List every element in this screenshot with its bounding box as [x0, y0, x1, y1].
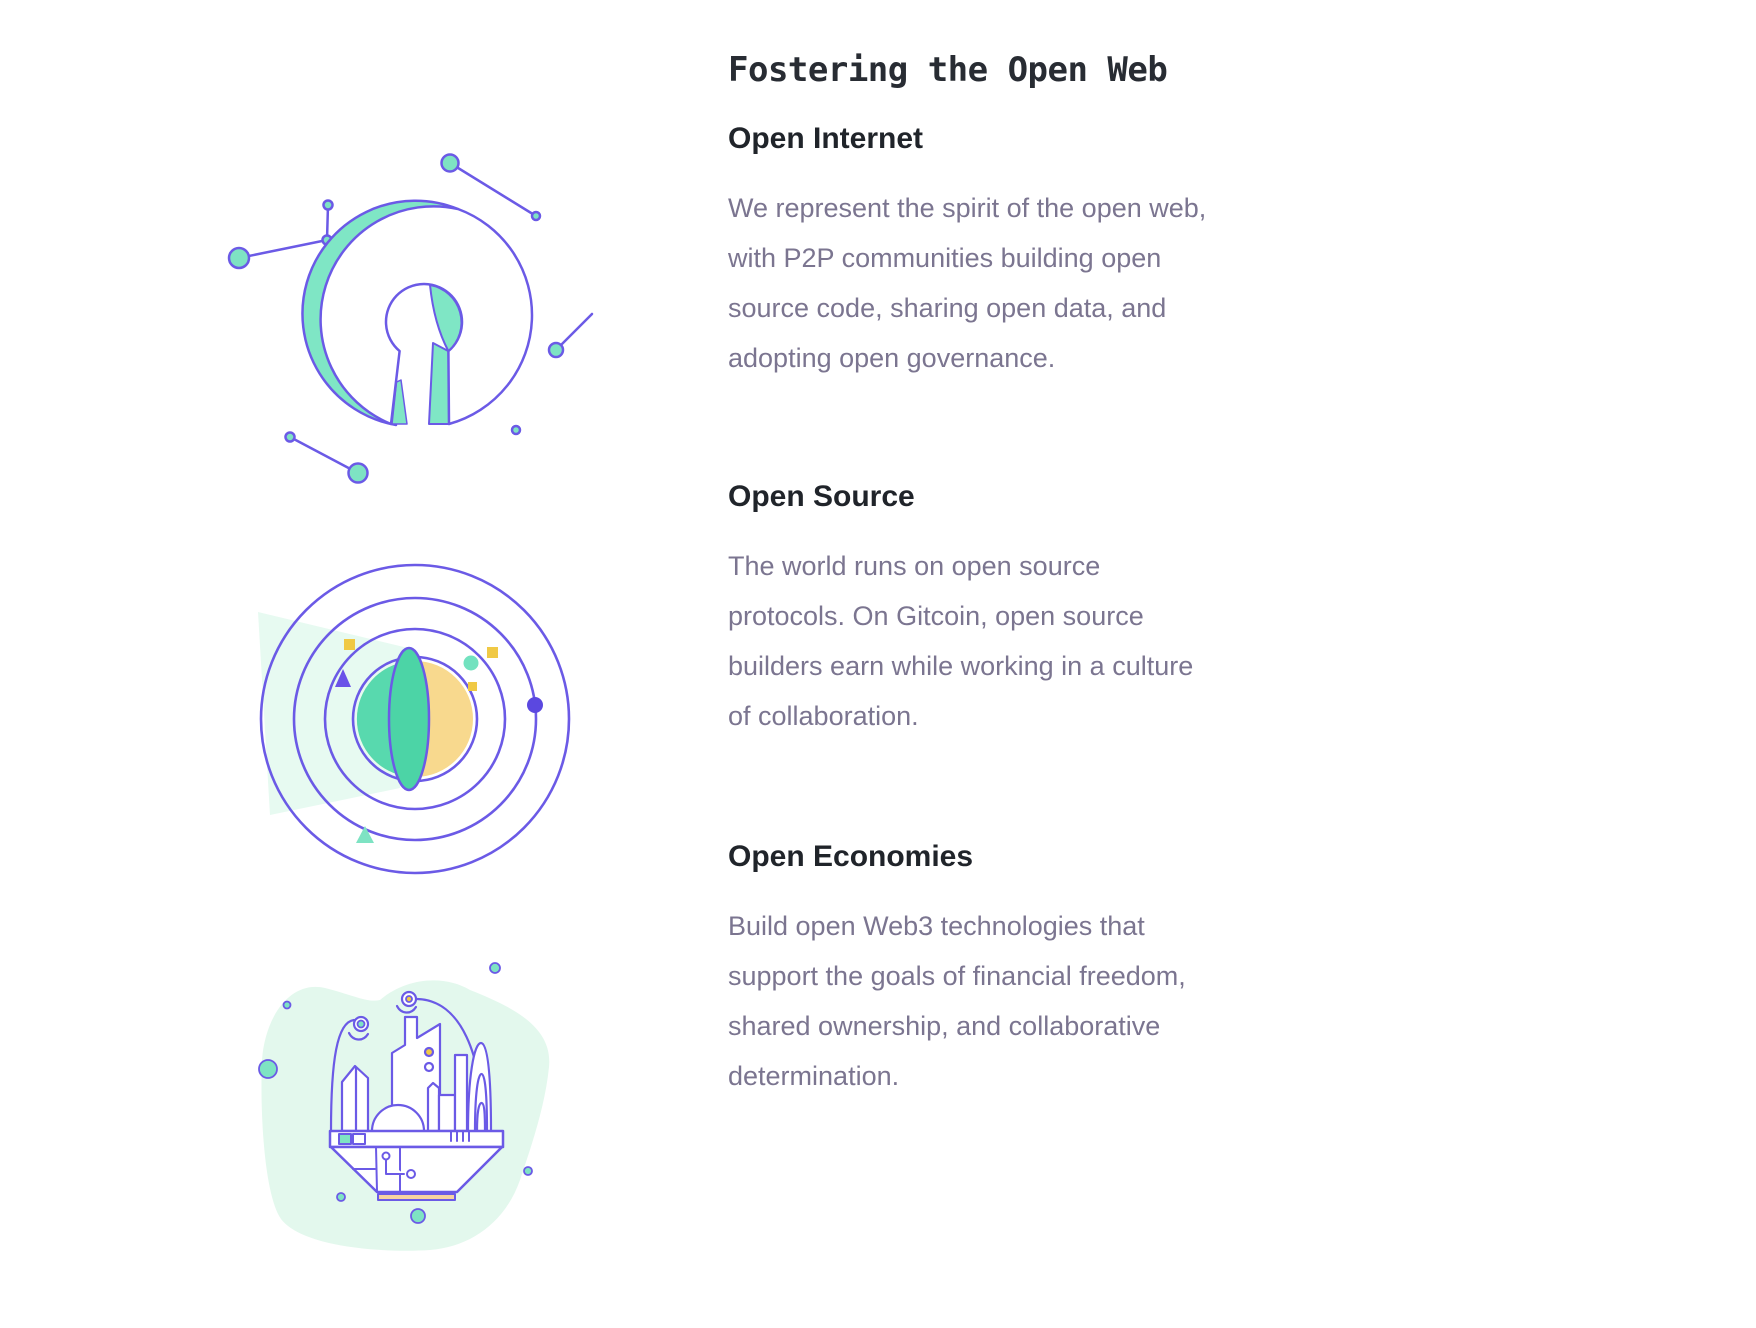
open-internet-illustration	[180, 128, 600, 498]
thin-tower	[453, 1053, 469, 1133]
section-heading-open-source: Open Source	[728, 480, 915, 513]
planet-orbits-icon	[258, 563, 571, 875]
floating-dots	[258, 962, 533, 1224]
section-body-open-economies: Build open Web3 technologies that suppor…	[728, 911, 1186, 1091]
light-beam	[258, 612, 408, 815]
orbit-satellites	[335, 639, 543, 843]
floating-city-icon	[258, 962, 550, 1251]
section-body-open-source: The world runs on open source protocols.…	[728, 551, 1194, 731]
gabled-building	[426, 1081, 441, 1133]
network-dots-decor	[227, 153, 594, 484]
buildings	[340, 990, 493, 1133]
open-source-logo-icon	[227, 153, 594, 484]
section-heading-open-internet: Open Internet	[728, 122, 924, 155]
platform	[328, 1129, 505, 1149]
section-body-open-internet: We represent the spirit of the open web,…	[728, 193, 1207, 373]
planet	[356, 646, 473, 792]
keyhole-logo	[301, 199, 534, 427]
open-economies-illustration	[255, 955, 555, 1265]
dome	[370, 1103, 426, 1133]
thruster-bar	[377, 1193, 456, 1201]
page-title: Fostering the Open Web	[728, 50, 1168, 90]
open-source-illustration	[252, 556, 582, 886]
hull	[329, 1145, 504, 1201]
section-heading-open-economies: Open Economies	[728, 840, 974, 873]
